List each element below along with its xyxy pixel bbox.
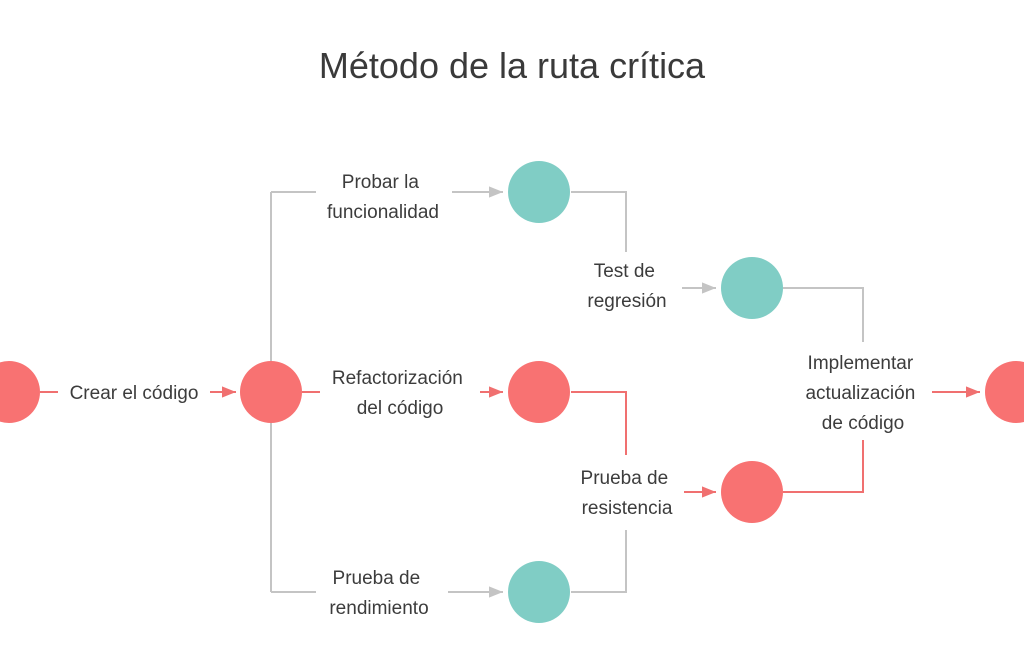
label-implementar-line2: actualización xyxy=(805,383,915,404)
label-refactorizacion-line2: del código xyxy=(357,398,444,419)
label-refactorizacion: Refactorización del código xyxy=(332,368,468,419)
label-prueba-rendimiento-line1: Prueba de xyxy=(333,568,421,589)
node-start xyxy=(0,361,40,423)
node-regression-done xyxy=(721,257,783,319)
label-implementar: Implementar actualización de código xyxy=(805,353,920,434)
label-test-regresion-line1: Test de xyxy=(594,261,655,282)
label-implementar-line1: Implementar xyxy=(808,353,914,374)
label-crear-codigo-line: Crear el código xyxy=(70,383,199,404)
label-prueba-rendimiento: Prueba de rendimiento xyxy=(329,568,428,619)
node-hub xyxy=(240,361,302,423)
connector-regression-to-implement xyxy=(783,287,864,342)
node-refactor-done xyxy=(508,361,570,423)
connector-refactor-to-stress xyxy=(571,391,627,455)
node-perf-done xyxy=(508,561,570,623)
connector-func-to-regression xyxy=(571,191,627,252)
node-func-done xyxy=(508,161,570,223)
label-probar-funcionalidad-line2: funcionalidad xyxy=(327,202,439,223)
label-test-regresion: Test de regresión xyxy=(587,261,666,312)
diagram-title: Método de la ruta crítica xyxy=(319,45,706,86)
label-crear-codigo: Crear el código xyxy=(70,383,199,404)
label-prueba-resistencia-line2: resistencia xyxy=(582,498,673,519)
connector-stress-to-implement xyxy=(783,440,864,493)
label-prueba-resistencia: Prueba de resistencia xyxy=(581,468,674,519)
label-prueba-rendimiento-line2: rendimiento xyxy=(329,598,428,619)
label-probar-funcionalidad-line1: Probar la xyxy=(342,172,420,193)
label-test-regresion-line2: regresión xyxy=(587,291,666,312)
connector-perf-to-stress xyxy=(571,530,627,593)
node-stress-done xyxy=(721,461,783,523)
label-refactorizacion-line1: Refactorización xyxy=(332,368,463,389)
label-prueba-resistencia-line1: Prueba de xyxy=(581,468,669,489)
node-end xyxy=(985,361,1024,423)
label-probar-funcionalidad: Probar la funcionalidad xyxy=(327,172,439,223)
label-implementar-line3: de código xyxy=(822,413,904,434)
